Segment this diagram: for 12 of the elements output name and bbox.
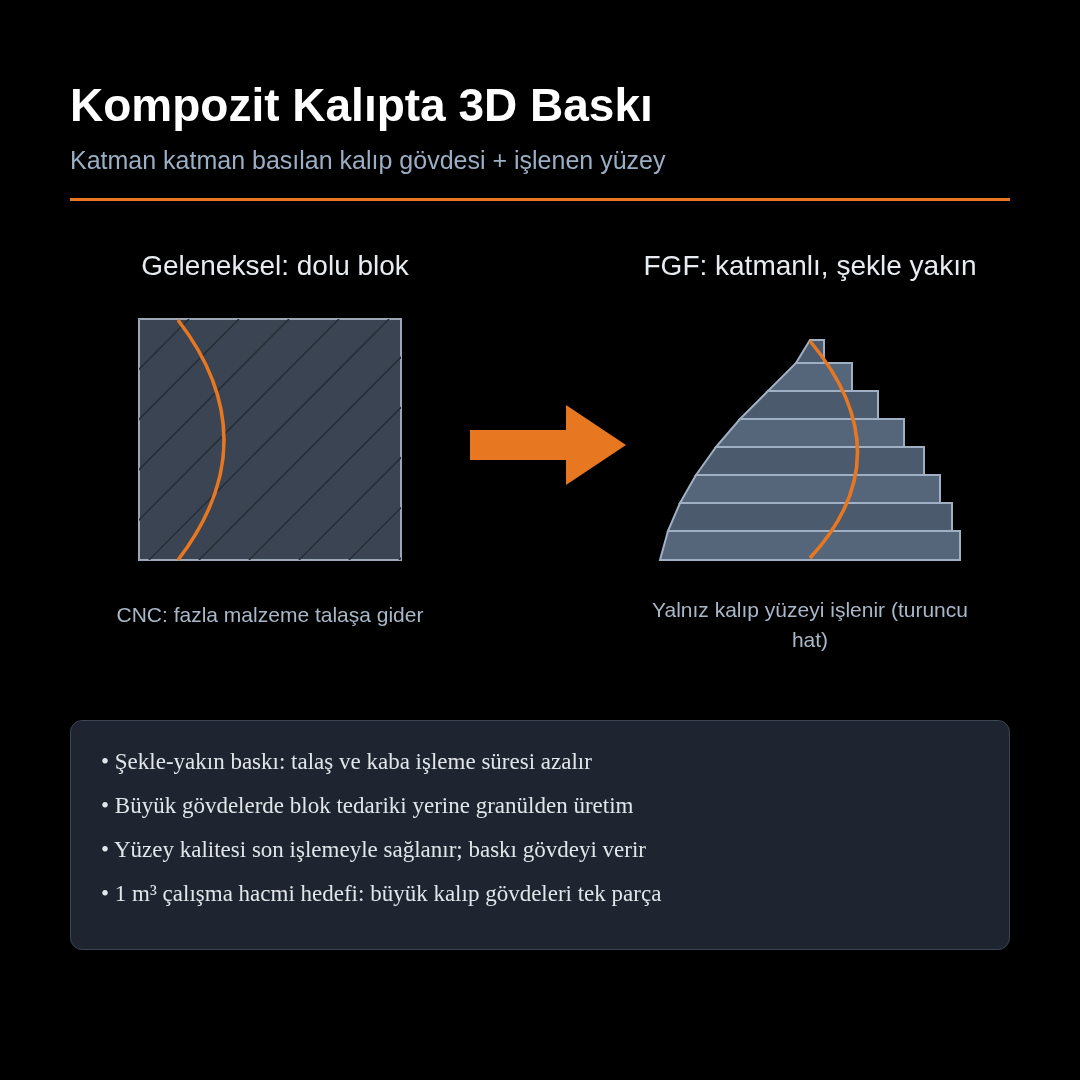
bullet-text: • Büyük gövdelerde blok tedariki yerine granülden üretim: [101, 793, 634, 819]
bullet-text: • 1 m³ çalışma hacmi hedefi: büyük kalıp gövdeleri tek parça: [101, 881, 662, 907]
subtitle: Katman katman basılan kalıp gövdesi + işlenen yüzey: [70, 146, 666, 175]
arrow: [470, 405, 626, 485]
bullet-text: • Şekle-yakın baskı: talaş ve kaba işleme süresi azalır: [101, 749, 592, 775]
bullet-text: • Yüzey kalitesi son işlemeyle sağlanır; baskı gövdeyi verir: [101, 837, 646, 863]
drawing-caption: CNC: fazla malzeme talaşa gider: [115, 602, 425, 628]
drawing-heading: Geleneksel: dolu blok: [140, 250, 410, 282]
title: Kompozit Kalıpta 3D Baskı: [70, 78, 653, 132]
drawing-caption: Yalnız kalıp yüzeyi işlenir (turuncu hat): [651, 597, 969, 653]
info-panel: [70, 720, 1010, 950]
drawing-heading: FGF: katmanlı, şekle yakın: [642, 250, 978, 282]
